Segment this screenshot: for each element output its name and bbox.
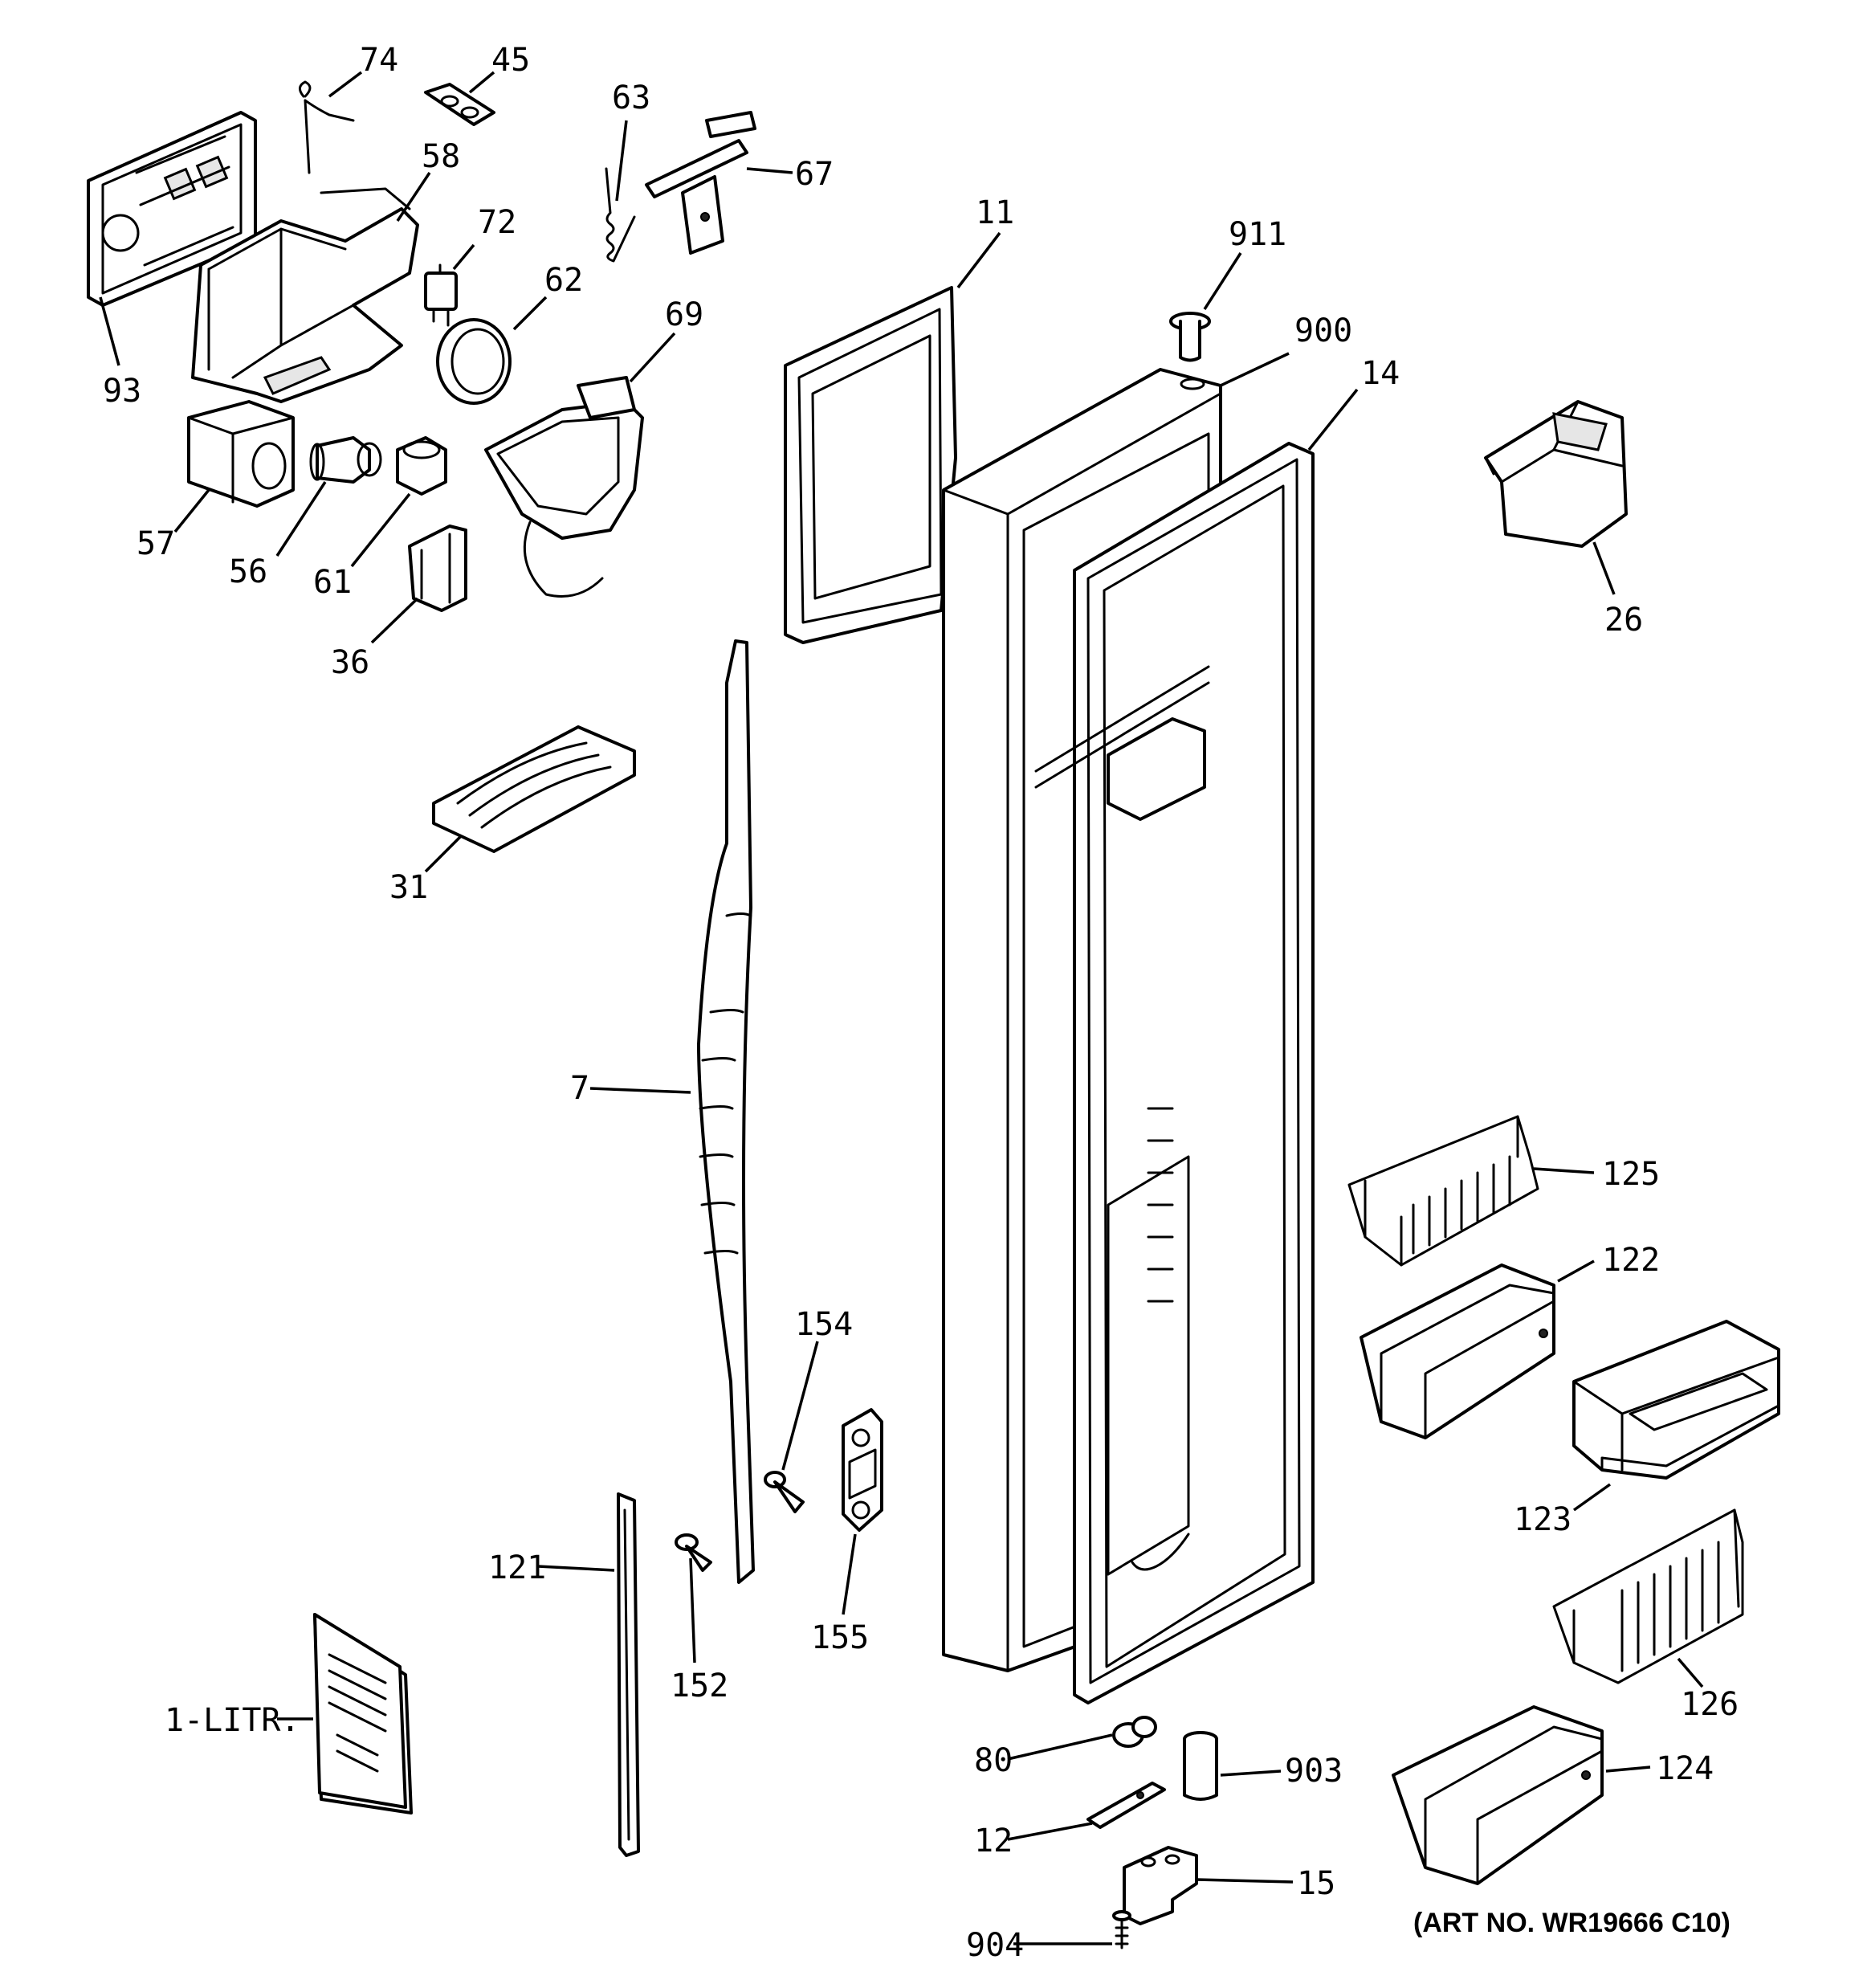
callout-155: 155: [811, 1619, 869, 1656]
callout-80: 80: [974, 1742, 1013, 1779]
part-56-connector: [309, 436, 382, 484]
callout-126: 126: [1681, 1686, 1739, 1723]
callout-72: 72: [478, 204, 516, 241]
callout-69: 69: [665, 296, 703, 333]
part-154-screw: [764, 1471, 805, 1513]
callout-11: 11: [976, 194, 1014, 231]
part-67-rod-assembly: [645, 111, 756, 255]
part-26-bin-cover: [1484, 400, 1628, 548]
callout-900: 900: [1294, 312, 1352, 349]
callout-63: 63: [612, 80, 650, 116]
callout-152: 152: [671, 1668, 728, 1704]
part-61-cam: [396, 436, 447, 496]
callout-31: 31: [389, 869, 428, 906]
callout-58: 58: [422, 138, 460, 175]
part-72-switch: [424, 263, 458, 327]
inner-liner-details: [1034, 665, 1210, 1576]
part-911-bushing: [1169, 312, 1211, 362]
callout-56: 56: [229, 553, 267, 590]
callout-15: 15: [1297, 1865, 1335, 1902]
callout-14: 14: [1361, 355, 1400, 392]
part-80-bushing: [1112, 1716, 1157, 1748]
part-57-motor: [187, 400, 295, 508]
part-904-screw: [1112, 1910, 1131, 1949]
part-123-door-bin: [1572, 1320, 1780, 1480]
callout-45: 45: [491, 42, 530, 79]
leader-lines: [99, 71, 1704, 1945]
part-58-chute-housing: [191, 187, 419, 403]
part-12-bracket: [1086, 1782, 1166, 1829]
callout-124: 124: [1656, 1750, 1714, 1787]
part-31-drip-tray: [432, 725, 636, 853]
part-69-chute-funnel: [484, 376, 644, 598]
part-126-wire-shelf: [1552, 1508, 1744, 1684]
part-36-bracket: [408, 525, 467, 612]
part-1-litr-literature: [313, 1613, 413, 1815]
callout-903: 903: [1285, 1753, 1343, 1790]
part-14-gasket: [1073, 442, 1315, 1704]
callout-125: 125: [1602, 1156, 1660, 1193]
part-74-spring: [299, 80, 355, 174]
part-155-hinge-cam: [842, 1408, 883, 1532]
part-15-hinge: [1123, 1846, 1198, 1925]
part-124-door-bin: [1392, 1705, 1604, 1885]
part-7-handle: [697, 639, 755, 1584]
part-62-ring: [436, 318, 512, 405]
callout-7: 7: [570, 1070, 589, 1107]
callout-123: 123: [1514, 1501, 1572, 1538]
callout-904: 904: [966, 1927, 1024, 1964]
callout-121: 121: [488, 1549, 546, 1586]
callout-61: 61: [313, 564, 352, 601]
part-45-bracket: [424, 83, 495, 126]
callout-labels: 74 45 63 67 58 72 62 69 93 57 56 61 36 1…: [103, 42, 1739, 1964]
part-122-door-bin: [1360, 1263, 1555, 1439]
part-121-trim-strip: [617, 1492, 640, 1857]
callout-57: 57: [137, 525, 175, 562]
part-152-screw: [675, 1533, 712, 1572]
part-903-pin: [1183, 1731, 1218, 1801]
callout-93: 93: [103, 373, 141, 410]
art-number: (ART NO. WR19666 C10): [1413, 1908, 1731, 1938]
callout-67: 67: [795, 156, 834, 193]
part-11-door-frame: [784, 286, 957, 644]
callout-12: 12: [974, 1823, 1013, 1859]
callout-911: 911: [1229, 216, 1286, 253]
callout-154: 154: [795, 1306, 853, 1343]
callout-26: 26: [1604, 602, 1643, 639]
callout-62: 62: [544, 262, 583, 299]
callout-74: 74: [360, 42, 398, 79]
callout-122: 122: [1602, 1242, 1660, 1279]
callout-36: 36: [331, 644, 369, 681]
part-63-spring: [605, 167, 636, 263]
part-125-wire-shelf: [1347, 1115, 1539, 1267]
callout-1-litr: 1-LITR.: [165, 1702, 300, 1739]
